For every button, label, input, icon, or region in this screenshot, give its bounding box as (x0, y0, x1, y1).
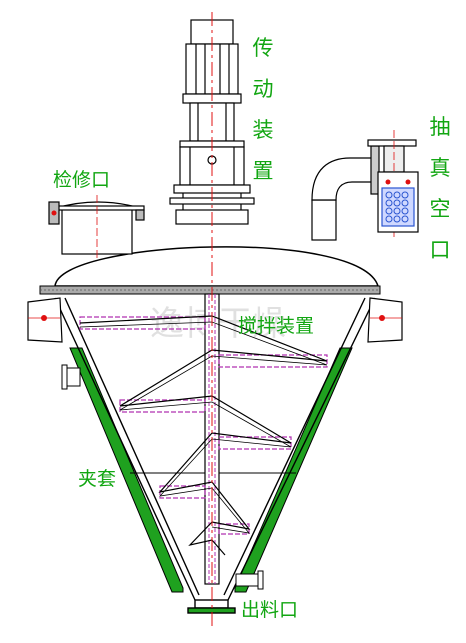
label-outlet: 出料口 (241, 599, 298, 621)
label-drive-ch4: 置 (253, 159, 274, 183)
label-drive-ch2: 动 (253, 77, 274, 101)
label-vacuum-ch2: 真 (430, 156, 451, 180)
label-vacuum-ch3: 空 (430, 197, 451, 221)
label-vacuum: 抽 真 空 口 (430, 115, 451, 262)
vacuum-port (311, 130, 419, 241)
agitator-arms (79, 316, 328, 535)
label-agitator: 搅拌装置 (238, 315, 314, 337)
label-jacket: 夹套 (78, 468, 116, 490)
label-drive-ch3: 装 (253, 118, 274, 142)
label-drive: 传 动 装 置 (253, 36, 274, 183)
label-vacuum-ch1: 抽 (430, 115, 451, 139)
dome-head (39, 246, 381, 295)
support-lugs (27, 297, 403, 343)
side-nozzles (61, 364, 264, 590)
label-vacuum-ch4: 口 (430, 238, 451, 262)
manhole (48, 195, 145, 260)
label-manhole: 检修口 (53, 169, 110, 191)
label-drive-ch1: 传 (253, 36, 274, 60)
